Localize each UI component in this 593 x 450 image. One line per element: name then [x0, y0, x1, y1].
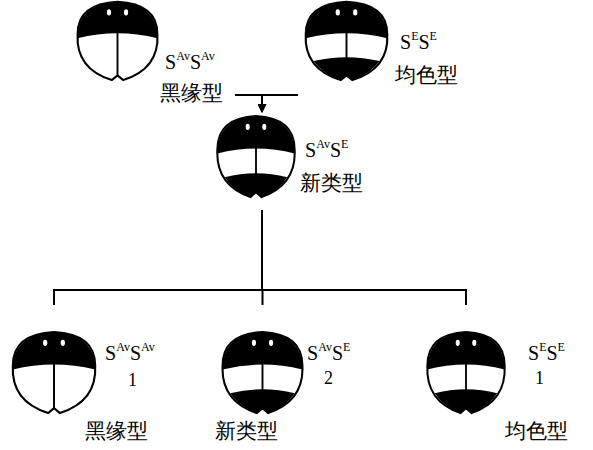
cross-arrow: [262, 95, 298, 112]
genotype-label: SAvSAv: [165, 50, 215, 73]
phenotype-name: 黑缘型: [160, 82, 223, 105]
descent-line: [262, 210, 466, 305]
eye-spot: [353, 9, 357, 15]
genotype-label: SAvSAv: [105, 341, 155, 364]
genotype-label: SESE: [528, 341, 565, 364]
eye-spot: [262, 124, 266, 130]
phenotype-name: 新类型: [215, 420, 278, 443]
beetle-phenotype: SAvSAv 1 黑缘型: [3, 305, 168, 448]
ladybird-illustration: [420, 330, 512, 415]
eye-spot: [124, 9, 128, 15]
text-slot: SAvSE: [305, 138, 348, 161]
genotype-label: SESE: [400, 30, 437, 53]
ladybird-illustration: [5, 330, 103, 415]
text-slot: SAvSAv: [165, 50, 215, 73]
text-slot: SAvSAv: [105, 341, 155, 364]
text-slot: 新类型: [215, 420, 278, 443]
genotype-label: SAvSE: [307, 341, 350, 364]
phenotype-name: 均色型: [395, 64, 458, 87]
elytra-suture: [465, 363, 467, 409]
elytra-suture: [53, 363, 55, 409]
text-slot: 2: [324, 369, 333, 389]
beetle-body: [223, 332, 303, 413]
eye-spot: [336, 9, 340, 15]
beetle-body: [78, 2, 158, 80]
text-slot: 均色型: [505, 420, 568, 443]
genotype-label: SAvSE: [305, 138, 348, 161]
text-slot: SAvSE: [307, 341, 350, 364]
text-slot: 1: [535, 369, 544, 389]
beetle-body: [13, 332, 96, 413]
beetle-body: [427, 332, 504, 413]
beetle-phenotype: SAvSE 新类型: [205, 112, 375, 210]
text-slot: SESE: [400, 30, 437, 53]
phenotype-name: 均色型: [505, 420, 568, 443]
eye-spot: [246, 124, 250, 130]
ratio-number: 2: [324, 369, 333, 389]
text-slot: 新类型: [300, 172, 363, 195]
eye-spot: [43, 340, 47, 346]
phenotype-name: 新类型: [300, 172, 363, 195]
eye-spot: [472, 340, 476, 346]
text-slot: 均色型: [395, 64, 458, 87]
eye-spot: [107, 9, 111, 15]
text-slot: 黑缘型: [85, 420, 148, 443]
eye-spot: [61, 340, 65, 346]
text-slot: SESE: [528, 341, 565, 364]
ratio-number: 1: [128, 371, 137, 391]
beetle-body: [306, 2, 388, 80]
eye-spot: [456, 340, 460, 346]
beetle-phenotype: SAvSE 2 新类型: [210, 305, 380, 448]
beetle-phenotype: SESE 均色型: [298, 0, 468, 90]
beetle-phenotype: SESE 1 均色型: [418, 305, 588, 448]
elytra-suture: [255, 147, 257, 193]
ladybird-illustration: [215, 330, 310, 415]
descent-line: [54, 210, 262, 305]
ratio-number: 1: [535, 369, 544, 389]
text-slot: 黑缘型: [160, 82, 223, 105]
phenotype-name: 黑缘型: [85, 420, 148, 443]
beetle-phenotype: SAvSAv 黑缘型: [65, 0, 235, 106]
elytra-suture: [117, 31, 119, 76]
beetle-body: [217, 116, 294, 197]
ladybird-illustration: [298, 0, 395, 82]
eye-spot: [269, 340, 273, 346]
elytra-suture: [346, 31, 348, 76]
ladybird-illustration: [70, 0, 165, 82]
text-slot: 1: [128, 371, 137, 391]
ladybird-illustration: [210, 114, 302, 199]
cross-arrow: [235, 95, 262, 112]
eye-spot: [252, 340, 256, 346]
elytra-suture: [262, 363, 264, 409]
